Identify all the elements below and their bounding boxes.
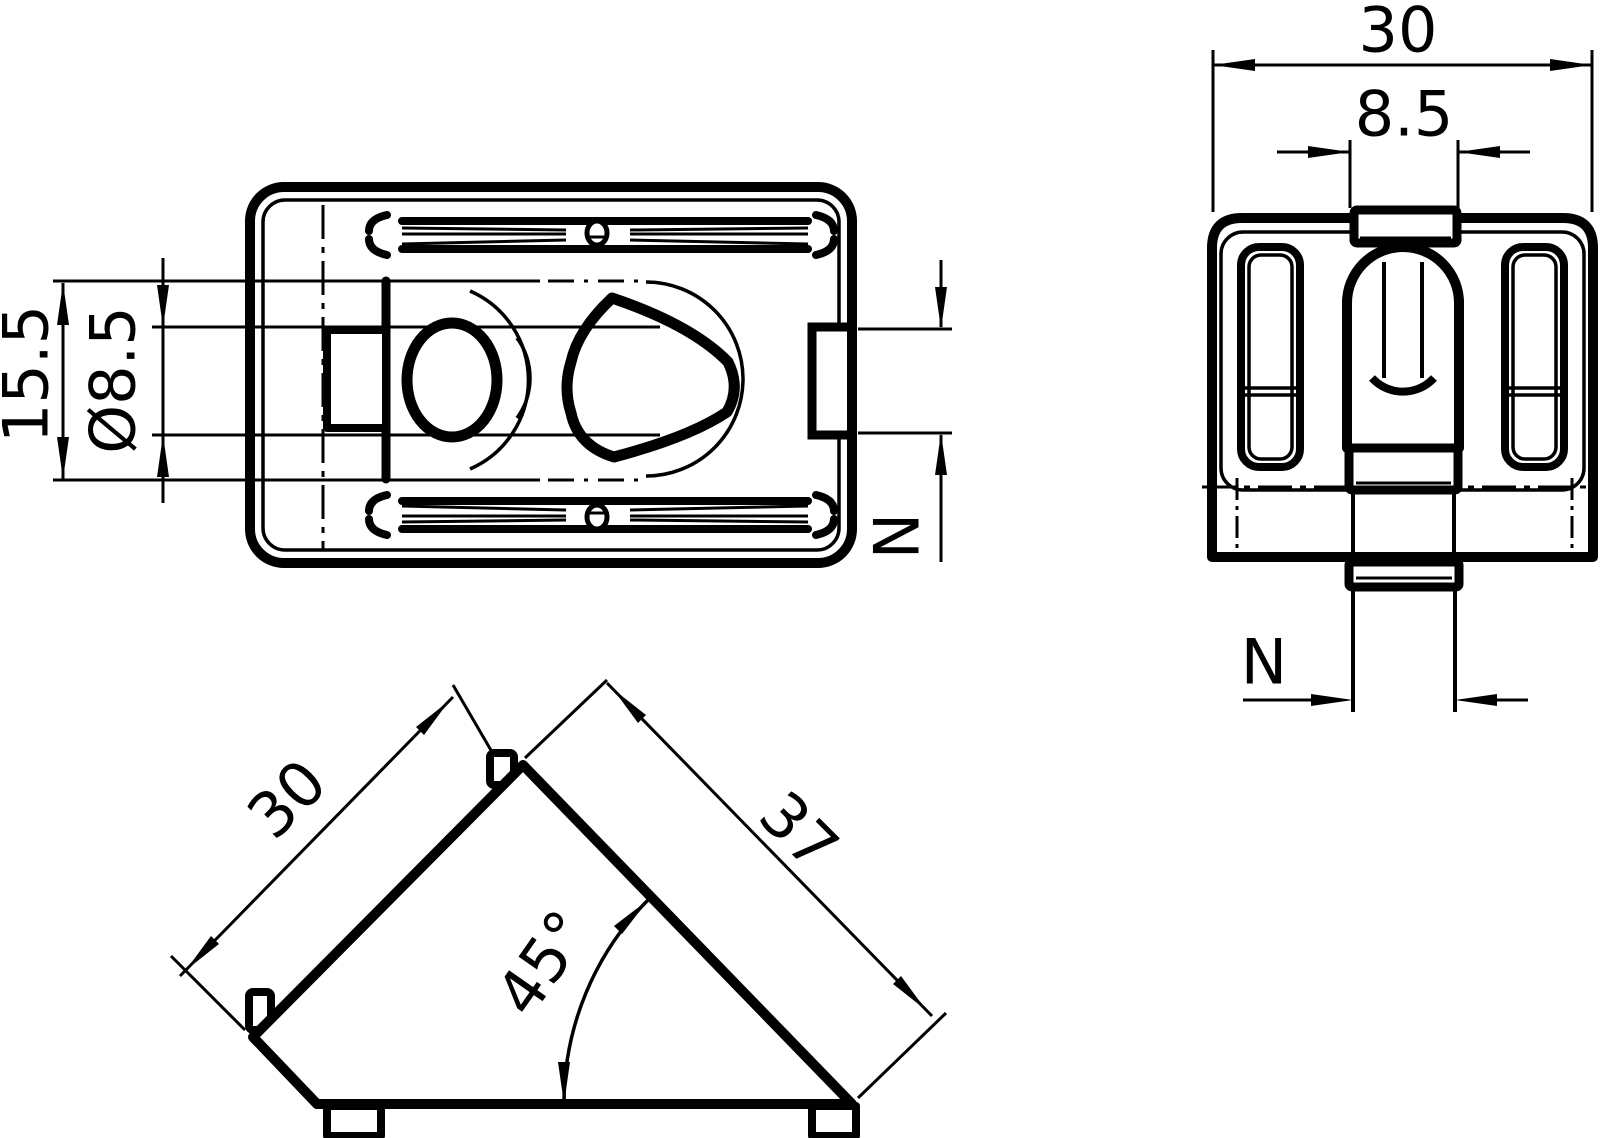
- tenon-notch: [807, 322, 857, 440]
- arrowhead-right: [1550, 59, 1592, 71]
- arrowhead-right: [1308, 146, 1350, 158]
- tenon-lower-block: [1344, 557, 1464, 592]
- rib-lines: [629, 226, 809, 246]
- extension-line: [451, 684, 494, 753]
- extension-line: [169, 954, 247, 1032]
- dimension-overall-width: 30: [1211, 0, 1594, 212]
- countersink-arc: [645, 280, 745, 478]
- slot-inner: [1247, 253, 1294, 461]
- tenon-upper-block: [1344, 443, 1463, 495]
- rib-end-right: [812, 491, 838, 539]
- dim-label-n-plan: N: [861, 513, 934, 559]
- bore-hole: [401, 317, 503, 443]
- arrowhead-up: [935, 433, 947, 475]
- arrowhead: [893, 976, 926, 1010]
- tenon-sides: [1351, 587, 1457, 712]
- arrowhead-up: [157, 435, 169, 477]
- arrowhead-down: [935, 287, 947, 329]
- foot-left: [323, 1102, 385, 1138]
- side-view: 30 37 45°: [169, 678, 948, 1138]
- countersunk-hole: [561, 292, 740, 463]
- rib-top: [365, 211, 838, 259]
- dim-label-30-front: 30: [1359, 0, 1438, 67]
- slot-inner: [1511, 253, 1558, 461]
- arrowhead-left: [1455, 694, 1497, 706]
- arrowhead-up: [57, 283, 69, 325]
- rib-end-left: [365, 211, 391, 259]
- extension-line: [523, 678, 609, 760]
- foot-right: [808, 1102, 860, 1138]
- dimension-tenon-front: N: [1241, 626, 1528, 706]
- dim-label-15-5: 15.5: [0, 305, 63, 443]
- top-tab-front: [1349, 205, 1462, 248]
- arrowhead-down: [157, 285, 169, 327]
- arrowhead-down: [57, 437, 69, 479]
- arrowhead: [186, 936, 219, 970]
- slot-outline: [1501, 243, 1568, 471]
- dim-label-30-side: 30: [233, 745, 340, 852]
- counterbore-arc: [515, 336, 532, 420]
- dimension-line: [178, 695, 455, 978]
- top-view: 15.5 Ø8.5 N: [0, 182, 952, 568]
- arrowhead: [613, 689, 646, 723]
- dim-label-dia-8-5: Ø8.5: [77, 306, 150, 453]
- dim-label-n-front: N: [1241, 626, 1287, 699]
- bore-sides: [1342, 295, 1464, 453]
- rib-lines: [629, 504, 809, 524]
- rib-end-right: [812, 211, 838, 259]
- dimension-line: [605, 681, 934, 1018]
- dimension-face-height: 15.5: [0, 283, 69, 479]
- dimension-tenon-plan: N: [858, 260, 952, 562]
- rib-lines: [401, 226, 567, 246]
- rib-bottom: [365, 491, 838, 539]
- central-bore: [1342, 242, 1464, 453]
- dim-label-37-side: 37: [745, 777, 852, 884]
- tenon-mid-sides: [1351, 490, 1456, 552]
- dim-label-8-5-front: 8.5: [1355, 78, 1454, 151]
- rib-lines: [401, 504, 567, 524]
- slot-outline: [1237, 243, 1304, 471]
- slot-left: [1237, 243, 1304, 471]
- grub-screw-mark: [584, 502, 610, 532]
- extension-line: [856, 1011, 948, 1100]
- counterbore-bottom-arc: [1369, 375, 1437, 396]
- dimension-hole-diameter: Ø8.5: [77, 258, 169, 503]
- arrowhead-right: [1311, 694, 1353, 706]
- slot-step-lines: [1507, 386, 1562, 397]
- arrowhead: [416, 701, 449, 735]
- dimension-tab-width: 8.5: [1277, 78, 1530, 208]
- arrowhead-left: [1213, 59, 1255, 71]
- slot-step-lines: [1243, 386, 1298, 397]
- bore-fill: [1347, 247, 1459, 448]
- arrowhead-down: [558, 1062, 570, 1104]
- slot-right: [1501, 243, 1568, 471]
- side-view-outline: [248, 760, 857, 1109]
- tenon: [1344, 443, 1464, 712]
- arrowhead-left: [1458, 146, 1500, 158]
- thread-hole-lines: [1382, 262, 1424, 378]
- top-tab: [323, 326, 390, 432]
- front-view: 30 8.5 N: [1202, 0, 1598, 712]
- rib-end-left: [365, 491, 391, 539]
- grub-screw-mark: [584, 218, 610, 248]
- arrowhead-up: [614, 900, 648, 934]
